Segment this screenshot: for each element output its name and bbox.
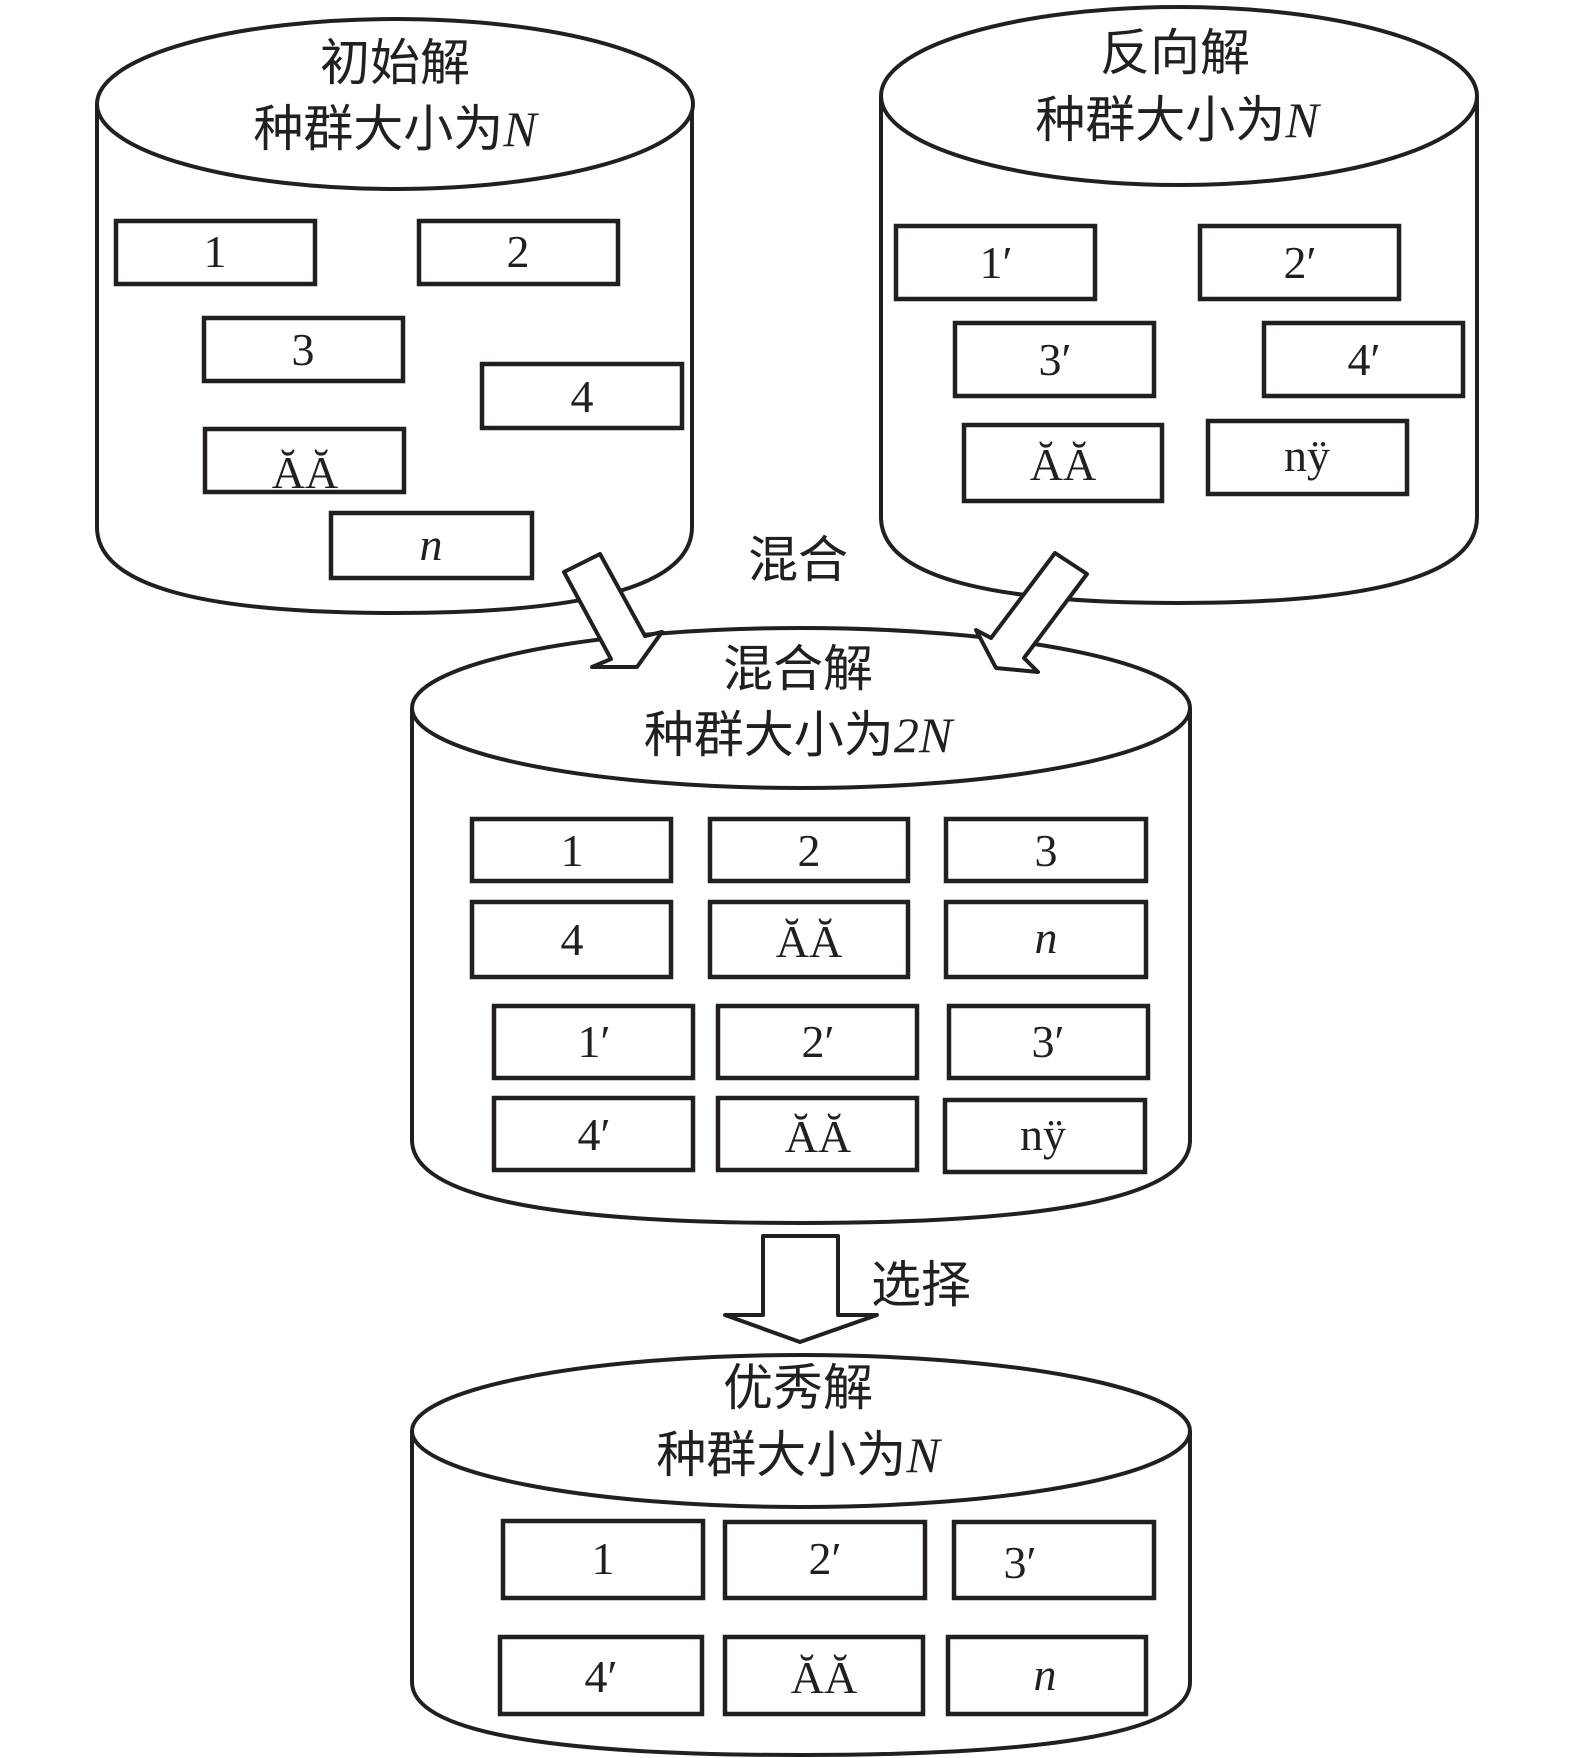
cylinder-elite-title: 优秀解 [723,1359,873,1417]
svg-text:nÿ: nÿ [1284,430,1330,481]
select-arrow-icon [723,1234,879,1344]
svg-text:1′: 1′ [979,237,1012,288]
svg-text:2: 2 [507,226,530,277]
svg-text:ĂĂ: ĂĂ [776,916,842,967]
solution-box: 4 [479,361,685,431]
mix-arrow-left-icon [562,552,664,669]
solution-box: 2′ [1197,223,1402,302]
svg-text:2′: 2′ [1283,237,1316,288]
cylinder-elite: 优秀解 种群大小为N 1 2′ 3′ 4′ ĂĂ n [410,1353,1192,1757]
solution-box: 3′ [952,320,1157,399]
mix-label: 混合 [748,531,848,589]
svg-text:1: 1 [561,825,584,876]
solution-box: 2′ [722,1519,928,1601]
cylinder-initial-title: 初始解 [320,34,470,92]
solution-box: 1′ [491,1003,696,1081]
svg-text:ĂĂ: ĂĂ [1030,439,1096,490]
solution-box: 3 [943,816,1149,884]
solution-box-ellipsis: ĂĂ [707,899,911,980]
cylinder-elite-top [410,1353,1192,1509]
svg-text:3′: 3′ [1003,1537,1036,1588]
svg-text:4′: 4′ [1347,334,1380,385]
mix-arrow-right-icon [974,551,1089,674]
solution-box: 3′ [946,1003,1151,1081]
svg-text:3: 3 [292,324,315,375]
solution-box: 4′ [497,1634,705,1717]
solution-box: 1 [113,218,318,287]
cylinder-mixed-size: 种群大小为2N [644,706,955,764]
solution-box: 2 [707,816,911,884]
svg-text:2′: 2′ [808,1533,841,1584]
cylinder-elite-size: 种群大小为N [656,1426,942,1484]
solution-box: 1 [469,816,674,884]
solution-box: 4 [469,899,674,980]
svg-text:ĂĂ: ĂĂ [791,1652,857,1703]
solution-box-ellipsis: ĂĂ [202,426,407,498]
solution-box: nÿ [942,1097,1148,1175]
svg-text:4′: 4′ [577,1109,610,1160]
solution-box: 1′ [893,223,1098,302]
svg-text:ĂĂ: ĂĂ [272,447,338,498]
cylinder-mixed-title: 混合解 [723,640,873,698]
solution-box: 3′ [951,1519,1157,1601]
cylinder-opposite: 反向解 种群大小为N 1′ 2′ 3′ 4′ ĂĂ nÿ [879,5,1479,605]
solution-box: n [328,510,535,581]
svg-text:n: n [1034,1649,1057,1700]
solution-box: 4′ [1261,320,1466,399]
solution-box: 2 [416,218,621,287]
solution-box: n [945,1634,1149,1717]
cylinder-mixed: 混合解 种群大小为2N 1 2 3 4 ĂĂ n 1′ [410,626,1192,1225]
svg-text:4: 4 [561,914,584,965]
svg-text:1′: 1′ [577,1016,610,1067]
solution-box-ellipsis: ĂĂ [722,1634,926,1717]
solution-box-ellipsis: ĂĂ [715,1095,920,1173]
solution-box: 2′ [715,1003,920,1081]
solution-box: 1 [500,1518,706,1601]
solution-box-ellipsis: ĂĂ [961,422,1165,504]
svg-text:4: 4 [571,371,594,422]
svg-text:3′: 3′ [1031,1016,1064,1067]
svg-text:3: 3 [1035,825,1058,876]
svg-text:2′: 2′ [801,1016,834,1067]
svg-text:1: 1 [592,1533,615,1584]
solution-box: 3 [201,315,406,384]
cylinder-initial-top [95,17,695,191]
cylinder-initial-size: 种群大小为N [253,100,539,158]
svg-text:2: 2 [798,825,821,876]
select-label: 选择 [871,1256,971,1314]
svg-text:1: 1 [204,226,227,277]
solution-box: n [943,899,1149,980]
svg-text:4′: 4′ [584,1651,617,1702]
svg-text:n: n [1035,912,1058,963]
cylinder-opposite-size: 种群大小为N [1035,91,1321,149]
svg-text:3′: 3′ [1038,334,1071,385]
cylinder-opposite-title: 反向解 [1100,24,1250,82]
solution-box: nÿ [1205,418,1410,497]
solution-box: 4′ [491,1095,696,1173]
svg-text:ĂĂ: ĂĂ [785,1111,851,1162]
svg-text:nÿ: nÿ [1020,1109,1066,1160]
svg-text:n: n [420,519,443,570]
cylinder-initial: 初始解 种群大小为N 1 2 3 4 ĂĂ n [95,17,695,615]
cylinder-opposite-top [879,5,1479,187]
